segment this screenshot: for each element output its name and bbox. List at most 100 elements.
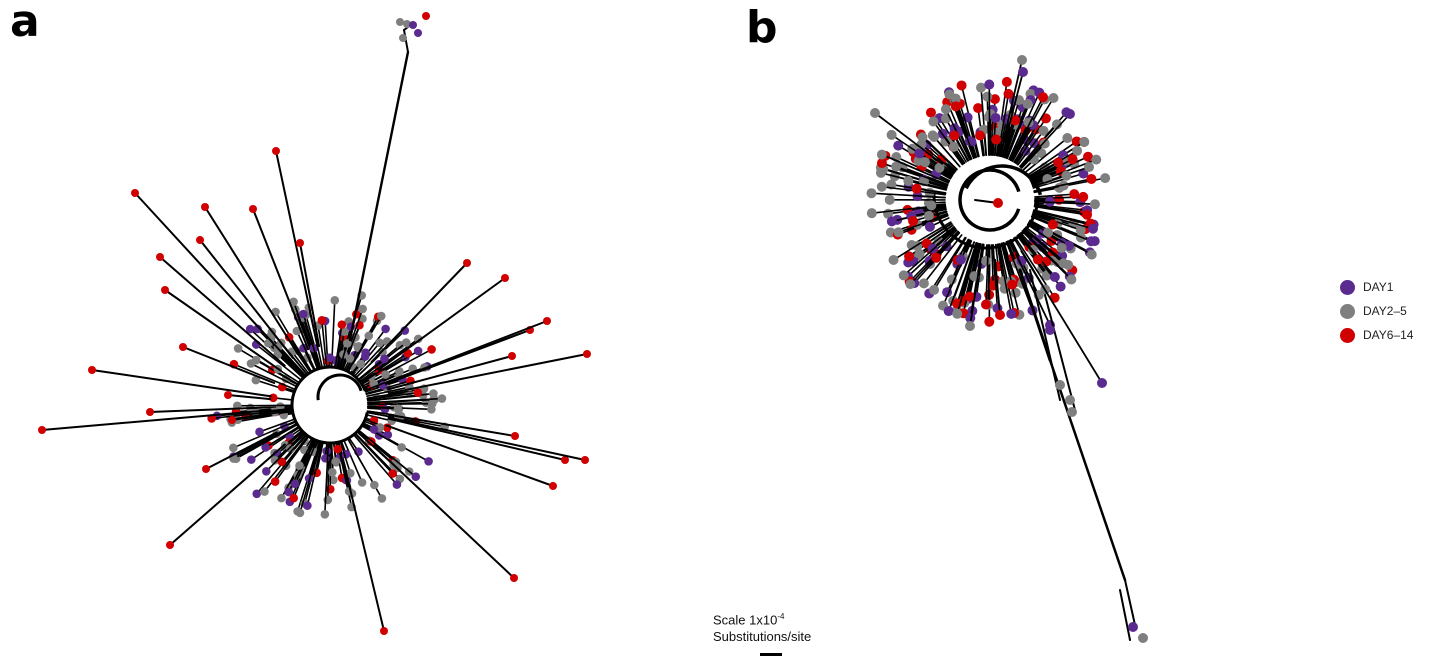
tip-node <box>1018 67 1028 77</box>
tip-node <box>292 326 302 336</box>
tip-node <box>146 408 154 416</box>
tip-node <box>299 309 308 319</box>
scale-annotation: Scale 1x10-4 Substitutions/site <box>713 608 811 645</box>
tip-node <box>1079 136 1090 147</box>
tip-node <box>866 208 877 219</box>
branch <box>1034 193 1076 198</box>
tip-node <box>1138 633 1148 643</box>
tip-node <box>272 147 280 155</box>
branch <box>1002 99 1020 158</box>
branch <box>933 237 967 291</box>
tip-node <box>990 112 1001 123</box>
descending-branch <box>1119 589 1131 641</box>
scale-units: Substitutions/site <box>713 629 812 645</box>
tip-node <box>246 359 256 368</box>
tip-node <box>399 34 407 42</box>
tip-node <box>260 487 269 496</box>
tip-node <box>984 316 995 327</box>
tip-node <box>249 205 257 213</box>
branch <box>340 308 364 370</box>
branch <box>881 153 950 184</box>
tree-a <box>38 12 591 635</box>
long-branch <box>386 355 513 391</box>
branch <box>1000 242 1013 286</box>
branch <box>366 411 446 428</box>
tip-node <box>884 194 895 205</box>
branch <box>317 324 326 369</box>
branch <box>367 402 434 406</box>
long-branch <box>134 192 291 362</box>
tip-node <box>898 270 909 281</box>
tip-node <box>995 310 1005 320</box>
branch <box>1032 211 1094 230</box>
tip-node <box>1051 119 1062 130</box>
tip-node <box>276 402 285 411</box>
tip-node <box>38 426 46 434</box>
tip-node <box>233 344 243 353</box>
tip-node <box>914 248 925 259</box>
tip-node <box>956 80 967 91</box>
branch <box>1020 250 1103 384</box>
tip-node <box>950 93 961 104</box>
long-branch <box>387 353 588 395</box>
internal-branch-arc <box>958 168 1021 232</box>
branch <box>896 214 949 236</box>
tip-node <box>1045 325 1055 335</box>
branch <box>996 243 1005 282</box>
tip-node <box>277 493 286 503</box>
long-branch <box>385 424 554 487</box>
outlier-branch <box>403 29 409 53</box>
tip-node <box>581 456 589 464</box>
tip-node <box>1049 272 1060 283</box>
tip-node <box>251 375 261 385</box>
branch <box>1011 98 1046 162</box>
branch <box>250 362 298 388</box>
tip-node <box>393 404 403 414</box>
branch <box>232 423 299 460</box>
tip-node <box>270 456 280 465</box>
tip-node <box>333 444 342 454</box>
tip-node <box>320 510 330 519</box>
branch <box>288 336 312 373</box>
tip-node <box>284 487 294 497</box>
tip-node <box>964 291 975 302</box>
long-branch <box>388 413 516 437</box>
tip-node <box>296 239 304 247</box>
branch <box>330 442 334 474</box>
branch <box>1002 119 1016 158</box>
tip-node <box>245 324 255 334</box>
tip-node <box>370 480 379 490</box>
tip-node <box>1086 249 1097 260</box>
tip-node <box>325 353 335 363</box>
scale-value: Scale 1x10-4 <box>713 608 811 628</box>
branch <box>292 439 318 499</box>
tip-node <box>911 183 922 194</box>
tip-node <box>356 359 366 369</box>
tip-node <box>934 162 945 173</box>
branch <box>1011 124 1034 162</box>
tip-node <box>337 320 347 329</box>
branch <box>1005 103 1029 160</box>
tip-node <box>427 345 436 354</box>
branch <box>897 213 949 234</box>
tip-node <box>1038 125 1049 136</box>
long-branch <box>372 445 515 579</box>
branch <box>956 242 979 315</box>
tip-node <box>1010 115 1021 126</box>
tip-node <box>1016 255 1027 266</box>
tip-node <box>166 541 174 549</box>
tip-node <box>358 304 367 314</box>
tip-node <box>1064 109 1075 120</box>
branch <box>975 243 985 298</box>
branch <box>990 244 995 287</box>
tip-node <box>343 339 352 348</box>
branch <box>232 422 298 458</box>
branch <box>870 192 946 199</box>
tip-node <box>933 236 944 247</box>
tip-node <box>501 274 509 282</box>
branch <box>347 335 370 373</box>
branch <box>232 420 297 449</box>
tip-node <box>929 131 940 142</box>
legend-swatch-day1 <box>1340 279 1355 295</box>
tip-node <box>196 236 204 244</box>
